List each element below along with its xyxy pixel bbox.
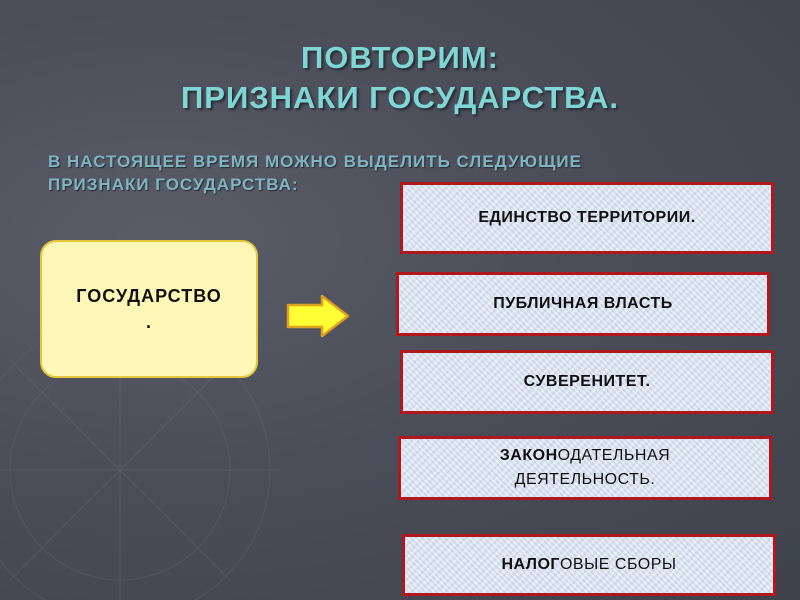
state-box: ГОСУДАРСТВО .: [40, 240, 258, 378]
feature-box-sovereignty: СУВЕРЕНИТЕТ.: [400, 350, 774, 414]
slide-subtitle: В НАСТОЯЩЕЕ ВРЕМЯ МОЖНО ВЫДЕЛИТЬ СЛЕДУЮЩ…: [48, 150, 748, 196]
feature-box-taxes: НАЛОГОВЫЕ СБОРЫ: [402, 534, 776, 596]
feature-text: ЕДИНСТВО ТЕРРИТОРИИ.: [478, 206, 695, 230]
feature-text-bold: ЗАКОН: [499, 447, 558, 464]
feature-text: ПУБЛИЧНАЯ ВЛАСТЬ: [493, 292, 673, 316]
subtitle-line-2: ПРИЗНАКИ ГОСУДАРСТВА:: [48, 175, 299, 194]
feature-text-line-2: ДЕЯТЕЛЬНОСТЬ.: [514, 471, 656, 488]
feature-box-territory: ЕДИНСТВО ТЕРРИТОРИИ.: [400, 182, 774, 254]
feature-text-bold: ПУБЛИЧНАЯ ВЛАСТЬ: [493, 295, 673, 312]
feature-text-normal: ОДАТЕЛЬНАЯ: [557, 447, 671, 464]
feature-text-normal: ОВЫЕ СБОРЫ: [559, 556, 677, 573]
feature-text-bold: НАЛОГ: [501, 556, 560, 573]
subtitle-line-1: В НАСТОЯЩЕЕ ВРЕМЯ МОЖНО ВЫДЕЛИТЬ СЛЕДУЮЩ…: [48, 152, 582, 171]
feature-text-bold: СУВЕРЕНИТЕТ.: [523, 373, 651, 390]
feature-text-bold: ЕДИНСТВО ТЕРРИТОРИИ.: [478, 209, 696, 226]
state-box-label: ГОСУДАРСТВО: [76, 286, 222, 306]
title-line-1: ПОВТОРИМ:: [301, 40, 499, 75]
feature-text: НАЛОГОВЫЕ СБОРЫ: [501, 553, 676, 577]
feature-box-legislation: ЗАКОНОДАТЕЛЬНАЯ ДЕЯТЕЛЬНОСТЬ.: [398, 436, 772, 500]
feature-text: СУВЕРЕНИТЕТ.: [524, 370, 651, 394]
feature-box-public-power: ПУБЛИЧНАЯ ВЛАСТЬ: [396, 272, 770, 336]
state-box-dot: .: [145, 312, 152, 332]
feature-text: ЗАКОНОДАТЕЛЬНАЯ ДЕЯТЕЛЬНОСТЬ.: [500, 444, 670, 492]
slide-title: ПОВТОРИМ: ПРИЗНАКИ ГОСУДАРСТВА.: [0, 38, 800, 118]
title-line-2: ПРИЗНАКИ ГОСУДАРСТВА.: [181, 80, 619, 115]
right-arrow-icon: [286, 294, 350, 338]
